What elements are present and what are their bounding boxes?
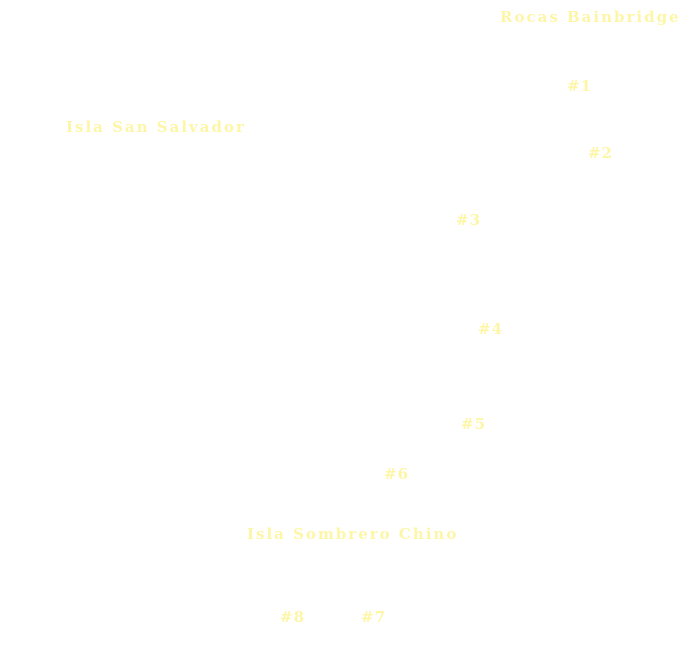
site-marker-1: #1 xyxy=(567,77,593,95)
place-label-isla-san-salvador: Isla San Salvador xyxy=(66,118,246,136)
place-label-rocas-bainbridge: Rocas Bainbridge xyxy=(500,8,681,26)
site-marker-4: #4 xyxy=(478,320,504,338)
place-label-isla-sombrero-chino: Isla Sombrero Chino xyxy=(247,525,459,543)
site-marker-2: #2 xyxy=(588,144,614,162)
site-marker-6: #6 xyxy=(384,465,410,483)
site-marker-8: #8 xyxy=(280,608,306,626)
site-marker-7: #7 xyxy=(361,608,387,626)
site-marker-5: #5 xyxy=(461,415,487,433)
site-marker-3: #3 xyxy=(456,211,482,229)
